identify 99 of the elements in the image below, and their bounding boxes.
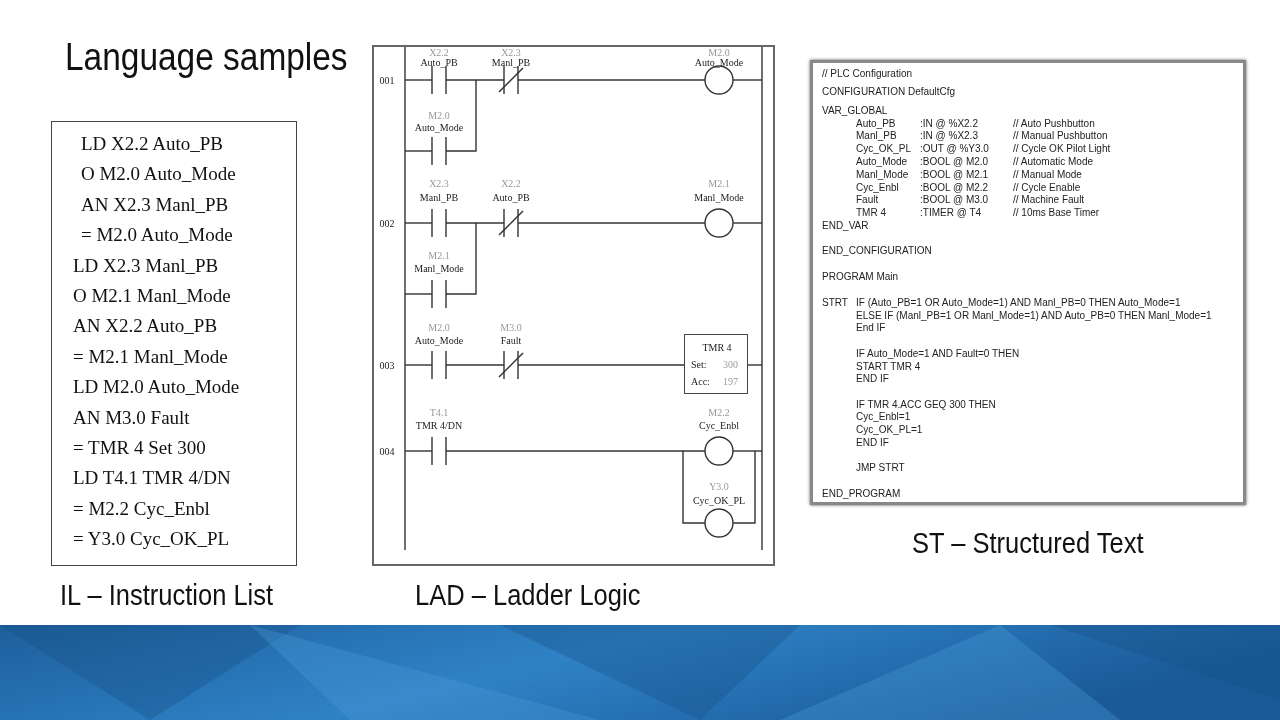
code-line: PROGRAM Main xyxy=(822,270,899,282)
code-line: // Machine Fault xyxy=(1013,193,1085,205)
code-line: = Y3.0 Cyc_OK_PL xyxy=(73,528,230,550)
code-line: :IN @ %X2.2 xyxy=(920,117,978,129)
panel-caption: ST – Structured Text xyxy=(912,526,1144,560)
structured-text-panel xyxy=(810,60,1246,505)
code-line: // PLC Configuration xyxy=(822,67,913,79)
tag-name: Manl_PB xyxy=(491,56,531,68)
code-line: = TMR 4 Set 300 xyxy=(73,437,206,459)
code-line: JMP STRT xyxy=(856,461,905,473)
tag-address: M2.2 xyxy=(708,406,730,418)
code-line: LD X2.3 Manl_PB xyxy=(73,255,219,277)
code-line: Manl_Mode xyxy=(856,168,909,180)
code-line: END_PROGRAM xyxy=(822,487,901,499)
code-line: IF Auto_Mode=1 AND Fault=0 THEN xyxy=(856,347,1020,359)
code-line: :IN @ %X2.3 xyxy=(920,129,978,141)
code-line: IF TMR 4.ACC GEQ 300 THEN xyxy=(856,398,996,410)
code-line: :BOOL @ M2.1 xyxy=(920,168,989,180)
panel-caption: IL – Instruction List xyxy=(60,578,274,612)
code-line: :OUT @ %Y3.0 xyxy=(920,142,989,154)
tag-address: M2.1 xyxy=(708,177,730,189)
code-line: VAR_GLOBAL xyxy=(822,104,888,116)
code-line: END_VAR xyxy=(822,219,869,231)
code-line: :BOOL @ M2.0 xyxy=(920,155,989,167)
tag-name: Auto_Mode xyxy=(414,334,464,346)
instruction-list-panel xyxy=(51,121,297,566)
tag-name: Auto_PB xyxy=(420,56,458,68)
code-line: AN X2.2 Auto_PB xyxy=(73,315,218,337)
tag-name: Manl_Mode xyxy=(694,191,744,203)
tag-name: Auto_Mode xyxy=(414,121,464,133)
code-line: TMR 4 xyxy=(856,206,886,218)
code-line: STRT xyxy=(822,296,848,308)
panel-caption: LAD – Ladder Logic xyxy=(415,578,641,612)
code-line: O M2.1 Manl_Mode xyxy=(73,285,231,307)
code-line: // Automatic Mode xyxy=(1013,155,1094,167)
code-line: O M2.0 Auto_Mode xyxy=(81,163,236,185)
tag-address: X2.2 xyxy=(429,46,449,58)
tag-address: X2.3 xyxy=(429,177,449,189)
code-line: // Manual Mode xyxy=(1013,168,1082,180)
code-line: START TMR 4 xyxy=(856,360,921,372)
code-line: // Manual Pushbutton xyxy=(1013,129,1108,141)
code-line: :BOOL @ M3.0 xyxy=(920,193,989,205)
timer-value: 197 xyxy=(723,375,738,387)
tag-address: X2.3 xyxy=(501,46,521,58)
tag-name: Cyc_OK_PL xyxy=(692,494,746,506)
code-line: END IF xyxy=(856,436,889,448)
code-line: Cyc_Enbl=1 xyxy=(856,410,911,422)
code-line: Fault xyxy=(856,193,879,205)
timer-field-label: Acc: xyxy=(691,375,710,387)
code-line: LD T4.1 TMR 4/DN xyxy=(73,467,231,489)
tag-address: M2.0 xyxy=(708,46,730,58)
code-line: = M2.1 Manl_Mode xyxy=(73,346,228,368)
tag-address: M2.1 xyxy=(428,249,450,261)
code-line: = M2.0 Auto_Mode xyxy=(81,224,233,246)
tag-name: Auto_PB xyxy=(492,191,530,203)
tag-name: Auto_Mode xyxy=(694,56,744,68)
tag-name: TMR 4/DN xyxy=(415,419,463,431)
code-line: // Auto Pushbutton xyxy=(1013,117,1095,129)
tag-address: M2.0 xyxy=(428,321,450,333)
code-line: END IF xyxy=(856,372,889,384)
code-line: :TIMER @ T4 xyxy=(920,206,982,218)
tag-name: Manl_Mode xyxy=(414,262,464,274)
tag-name: Cyc_Enbl xyxy=(699,419,739,431)
code-line: Cyc_Enbl xyxy=(856,181,899,193)
tag-address: M3.0 xyxy=(500,321,522,333)
tag-name: Fault xyxy=(500,334,522,346)
code-line: END_CONFIGURATION xyxy=(822,244,932,256)
code-line: Auto_PB xyxy=(856,117,896,129)
code-line: Cyc_OK_PL xyxy=(856,142,912,154)
tag-address: X2.2 xyxy=(501,177,521,189)
rung-number: 004 xyxy=(379,445,395,457)
code-line: // Cycle OK Pilot Light xyxy=(1013,142,1111,154)
rung-number: 001 xyxy=(379,74,395,86)
code-line: AN M3.0 Fault xyxy=(73,407,190,429)
code-line: = M2.2 Cyc_Enbl xyxy=(73,498,210,520)
code-line: Manl_PB xyxy=(856,129,897,141)
code-line: LD X2.2 Auto_PB xyxy=(81,133,223,155)
tag-name: Manl_PB xyxy=(419,191,459,203)
code-line: Cyc_OK_PL=1 xyxy=(856,423,923,435)
code-line: :BOOL @ M2.2 xyxy=(920,181,989,193)
code-line: Auto_Mode xyxy=(856,155,908,167)
timer-field-label: Set: xyxy=(691,358,707,370)
tag-address: Y3.0 xyxy=(709,480,729,492)
code-line: LD M2.0 Auto_Mode xyxy=(73,376,240,398)
rung-number: 003 xyxy=(379,359,395,371)
code-line: // Cycle Enable xyxy=(1013,181,1081,193)
timer-value: 300 xyxy=(723,358,738,370)
rung-number: 002 xyxy=(379,217,395,229)
code-line: AN X2.3 Manl_PB xyxy=(81,194,229,216)
tag-address: M2.0 xyxy=(428,109,450,121)
code-line: // 10ms Base Timer xyxy=(1013,206,1100,218)
code-line: End IF xyxy=(856,321,886,333)
tag-address: T4.1 xyxy=(429,406,449,418)
code-line: CONFIGURATION DefaultCfg xyxy=(822,85,956,97)
timer-name: TMR 4 xyxy=(702,341,732,353)
code-line: IF (Auto_PB=1 OR Auto_Mode=1) AND Manl_PB=0 THEN Auto_Mode=1 xyxy=(856,296,1181,308)
timer-block xyxy=(684,334,748,394)
slide-title: Language samples xyxy=(65,36,348,79)
code-line: ELSE IF (Manl_PB=1 OR Manl_Mode=1) AND Auto_PB=0 THEN Manl_Mode=1 xyxy=(856,309,1212,321)
